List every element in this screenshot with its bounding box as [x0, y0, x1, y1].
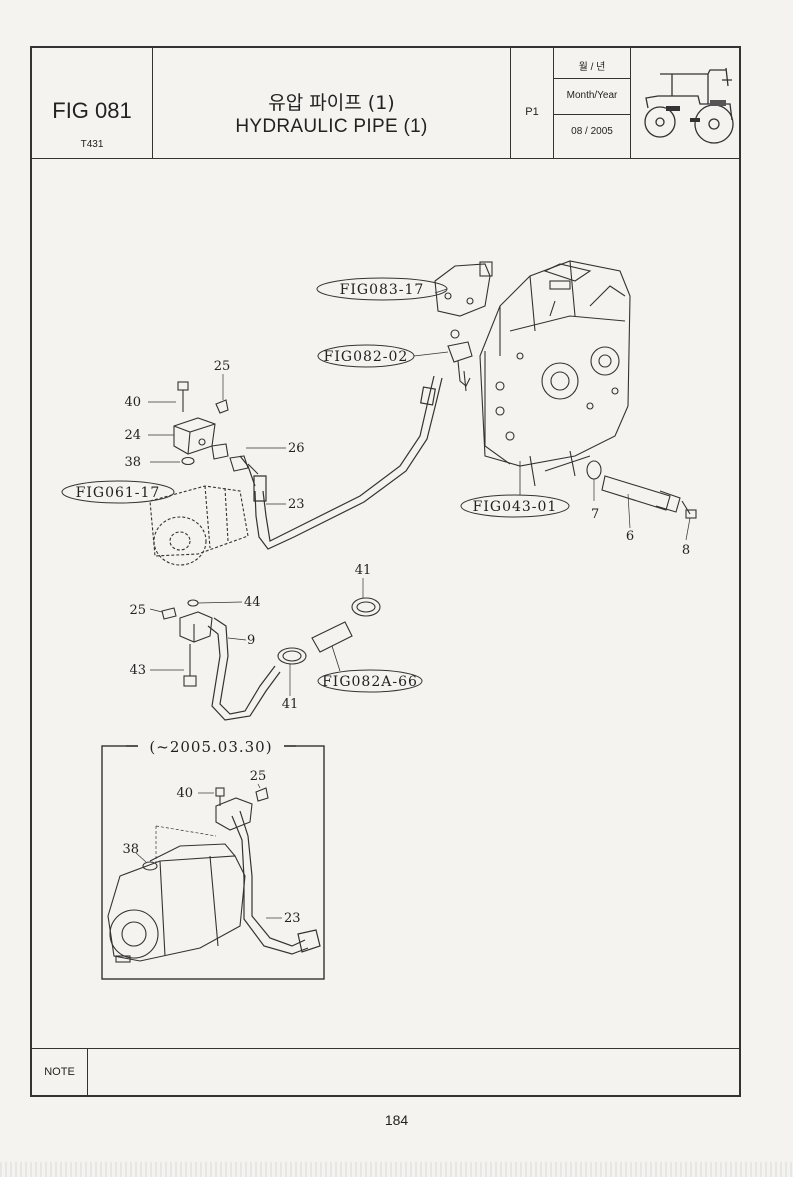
plug-25-lower — [161, 607, 177, 620]
title-korean: 유압 파이프 (1) — [268, 92, 395, 114]
callout-24: 24 — [124, 428, 141, 443]
inset-date-label: (~2005.03.30) — [149, 738, 272, 756]
callout-38: 38 — [124, 455, 141, 470]
o-ring-44 — [187, 599, 199, 607]
clamp-41-upper — [351, 597, 381, 617]
callout-7: 7 — [591, 507, 599, 522]
inset-box: (~2005.03.30) — [101, 736, 325, 980]
callout-25: 25 — [214, 359, 231, 374]
callout-40: 40 — [124, 395, 141, 410]
fig082a-ref: FIG082A-66 — [322, 674, 418, 690]
adapter-part — [447, 329, 473, 392]
leader-lines — [148, 374, 691, 696]
valve-block-part — [434, 261, 493, 317]
hose-9 — [207, 617, 281, 721]
o-ring-38 — [181, 456, 195, 466]
callout-9: 9 — [247, 633, 255, 648]
o-ring-7 — [586, 460, 602, 480]
pipe-block-24 — [173, 417, 216, 455]
inset-pump — [107, 843, 246, 963]
callouts: 25 40 24 38 26 23 7 6 8 41 25 44 9 43 41 — [124, 359, 690, 712]
fig082-ref-tag: FIG082-02 — [317, 344, 449, 368]
callout-43: 43 — [129, 663, 146, 678]
inset-pipe-23 — [231, 810, 321, 955]
fig083-ref-tag: FIG083-17 — [316, 277, 448, 301]
scan-artifact — [0, 1162, 793, 1177]
bolt-43 — [183, 644, 197, 687]
callout-6: 6 — [626, 529, 634, 544]
inset-o-ring-38 — [142, 861, 158, 871]
callout-8: 8 — [682, 543, 690, 558]
page-number: 184 — [384, 1112, 409, 1128]
bolt-8 — [681, 500, 697, 519]
figure-number: FIG 081 — [52, 98, 132, 123]
exploded-parts-diagram: FIG083-17 FIG082-02 — [61, 260, 697, 980]
tractor-icon — [644, 67, 734, 144]
engine-housing — [479, 260, 631, 487]
hydraulic-pipe-23 — [239, 375, 443, 550]
page-code-cell: P1 — [511, 48, 554, 158]
inset-callout-40: 40 — [176, 786, 193, 801]
callout-44: 44 — [244, 595, 261, 610]
fig061-ref: FIG061-17 — [76, 485, 161, 501]
page-frame: FIG 081 T431 유압 파이프 (1) HYDRAULIC PIPE (… — [30, 46, 741, 1097]
fig083-ref: FIG083-17 — [340, 282, 425, 298]
lower-block — [179, 611, 213, 643]
fig082a-ref-tag: FIG082A-66 — [317, 645, 423, 693]
callout-25-lower: 25 — [129, 603, 146, 618]
title-block: FIG 081 T431 유압 파이프 (1) HYDRAULIC PIPE (… — [32, 48, 739, 159]
inset-leader-lines — [155, 825, 217, 862]
inset-callout-25: 25 — [250, 769, 267, 784]
bolt-40 — [177, 381, 189, 412]
fig082-ref: FIG082-02 — [324, 349, 409, 365]
note-label: NOTE — [32, 1049, 88, 1095]
pipe-6 — [601, 475, 681, 513]
clamp-41-lower — [277, 647, 307, 665]
inset-leaders — [135, 783, 282, 919]
date-value: 08 / 2005 — [571, 126, 613, 137]
date-label-english: Month/Year — [566, 90, 618, 101]
title-cell: 유압 파이프 (1) HYDRAULIC PIPE (1) — [153, 48, 511, 158]
fig043-ref-tag: FIG043-01 — [460, 461, 570, 518]
inset-callouts: 25 40 38 23 — [122, 769, 300, 926]
fig061-ref-tag: FIG061-17 — [61, 480, 175, 504]
callout-41-lower: 41 — [282, 697, 299, 712]
date-cell: 월 / 년 Month/Year 08 / 2005 — [554, 48, 631, 158]
page-code: P1 — [525, 106, 539, 118]
callout-26: 26 — [288, 441, 305, 456]
model-code: T431 — [80, 139, 104, 150]
inset-callout-38: 38 — [122, 842, 139, 857]
inset-callout-23: 23 — [284, 911, 301, 926]
figure-number-cell: FIG 081 T431 — [32, 48, 153, 158]
date-divider — [554, 78, 630, 79]
hose-sleeve — [311, 621, 353, 653]
hydraulic-pump — [149, 485, 249, 566]
fig043-ref: FIG043-01 — [473, 499, 558, 515]
fitting-26 — [211, 443, 259, 475]
date-label-korean: 월 / 년 — [578, 62, 606, 73]
callout-23: 23 — [288, 497, 305, 512]
callout-41-upper: 41 — [355, 563, 372, 578]
title-english: HYDRAULIC PIPE (1) — [235, 116, 428, 137]
plug-25 — [215, 399, 229, 414]
inset-block — [215, 787, 269, 831]
note-row: NOTE — [32, 1048, 739, 1095]
date-divider — [554, 114, 630, 115]
